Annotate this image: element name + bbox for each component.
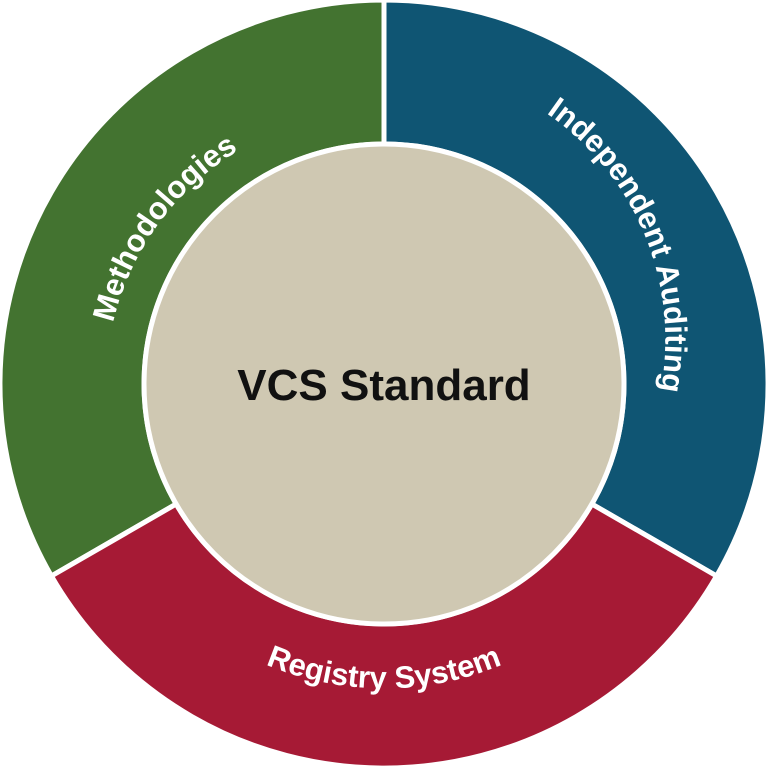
- center-label: VCS Standard: [237, 361, 530, 410]
- center-circle: [141, 141, 627, 627]
